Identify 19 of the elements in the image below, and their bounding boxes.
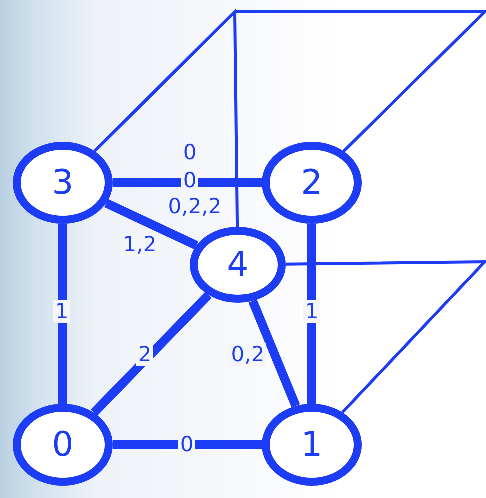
connector-line	[113, 440, 262, 450]
node-number: 4	[227, 248, 249, 282]
connector-line	[248, 299, 300, 408]
node-number: 2	[301, 166, 323, 200]
edge-label: 1	[303, 300, 321, 324]
connector-line	[90, 292, 212, 416]
annotation-label: 0,2,2	[167, 196, 223, 218]
edge-label: 1	[53, 300, 71, 324]
annotation-label: 0	[182, 142, 198, 164]
connector-line	[58, 224, 68, 404]
node-number: 1	[301, 428, 323, 462]
routed-line	[286, 260, 486, 414]
edge-label: 2	[136, 344, 154, 366]
node-number: 0	[52, 428, 74, 462]
routed-line	[94, 8, 240, 228]
node-number: 3	[52, 166, 74, 200]
connector-line	[104, 199, 199, 250]
connector-line	[308, 224, 316, 404]
connector-line	[113, 178, 262, 188]
